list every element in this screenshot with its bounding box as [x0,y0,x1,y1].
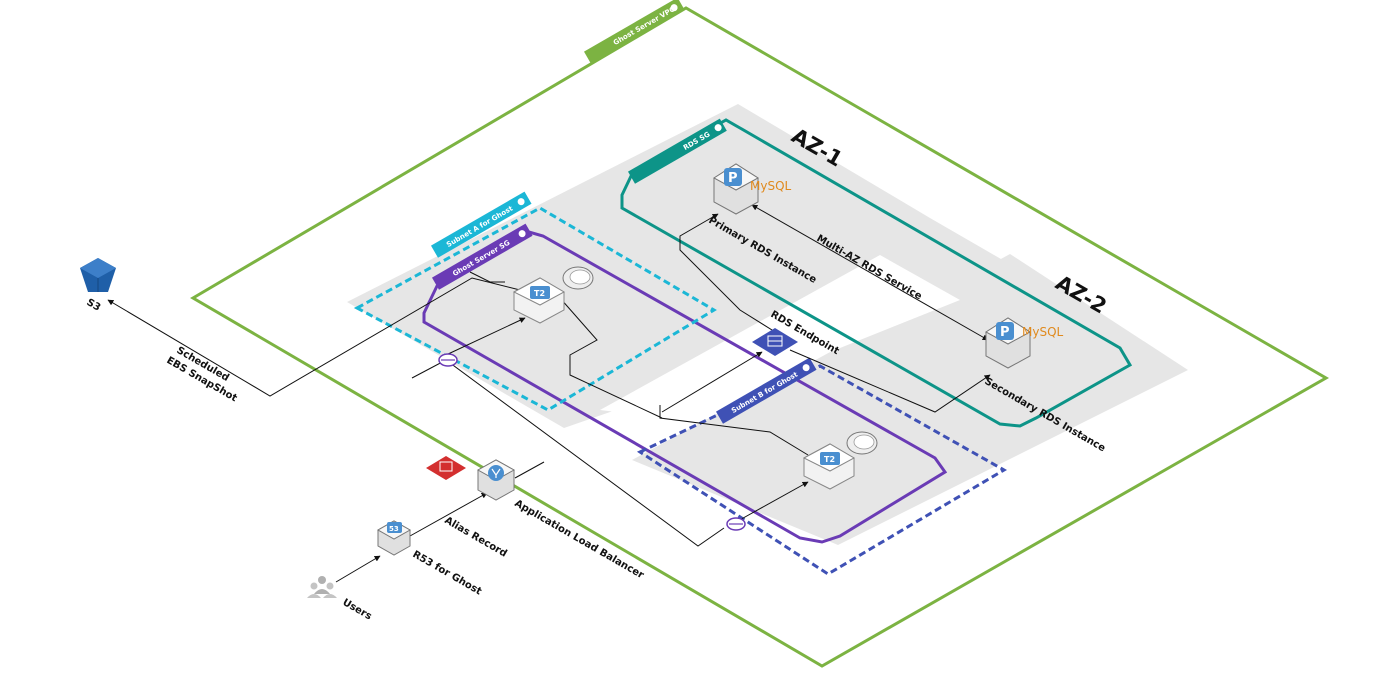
ec2-instance-icon: T2 [530,286,550,299]
users-label: Users [341,597,374,622]
load-balancer-icon [488,465,504,481]
vpc-label: Ghost Server VPC [612,5,676,47]
svg-text:T2: T2 [534,289,545,298]
edge-users-r53 [335,555,381,583]
users-icon [307,576,337,598]
ec2-instance-a[interactable]: T2 [512,266,594,324]
rds-mysql-icon: P MySQL [724,168,792,193]
alias-record-label: Alias Record [443,515,509,560]
s3-label: S3 [85,297,103,314]
r53-label: R53 for Ghost [411,549,484,597]
rds-endpoint[interactable] [752,328,798,356]
alias-record-icon [426,456,466,480]
svg-text:P: P [728,171,738,186]
ec2-instance-b[interactable]: T2 [802,431,878,490]
az1-zone [347,104,1020,428]
edge-to-endpoint [661,351,763,413]
az2-zone [632,254,1188,545]
application-load-balancer[interactable] [476,459,516,501]
edge-snapshot-s3 [107,277,521,397]
edge-multi-az [751,204,989,341]
edge-r53-alb [409,492,488,537]
route53[interactable]: 53 [376,520,412,556]
svg-text:53: 53 [389,525,399,533]
vpc-tag: Ghost Server VPC [584,0,685,64]
edge-ec2a-endpoint [559,297,663,419]
svg-text:MySQL: MySQL [750,179,792,193]
alias-record[interactable] [426,456,466,480]
edge-alb-ec2b [411,359,725,547]
alb-label: Application Load Balancer [513,498,646,581]
rds-secondary[interactable]: P MySQL [985,317,1064,369]
s3-bucket[interactable]: S3 [80,258,116,314]
users[interactable] [307,576,337,598]
subnet-a-boundary [353,206,717,412]
svg-text:MySQL: MySQL [1022,325,1064,339]
s3-bucket-icon [80,258,116,292]
svg-text:P: P [1000,325,1010,340]
rds-primary[interactable]: P MySQL [713,163,792,215]
edge-ec2b-endpoint [659,405,809,456]
sg-connector-icon [726,517,746,531]
vpc-boundary [190,6,1330,668]
rds-mysql-icon: P MySQL [996,322,1064,340]
rds-endpoint-icon [767,335,783,347]
svg-text:T2: T2 [824,455,835,464]
route53-icon: 53 [387,522,402,533]
ec2-instance-icon: T2 [820,452,840,465]
edge-endpoint-secondary [789,349,991,413]
sg-connector-icon [438,353,458,367]
